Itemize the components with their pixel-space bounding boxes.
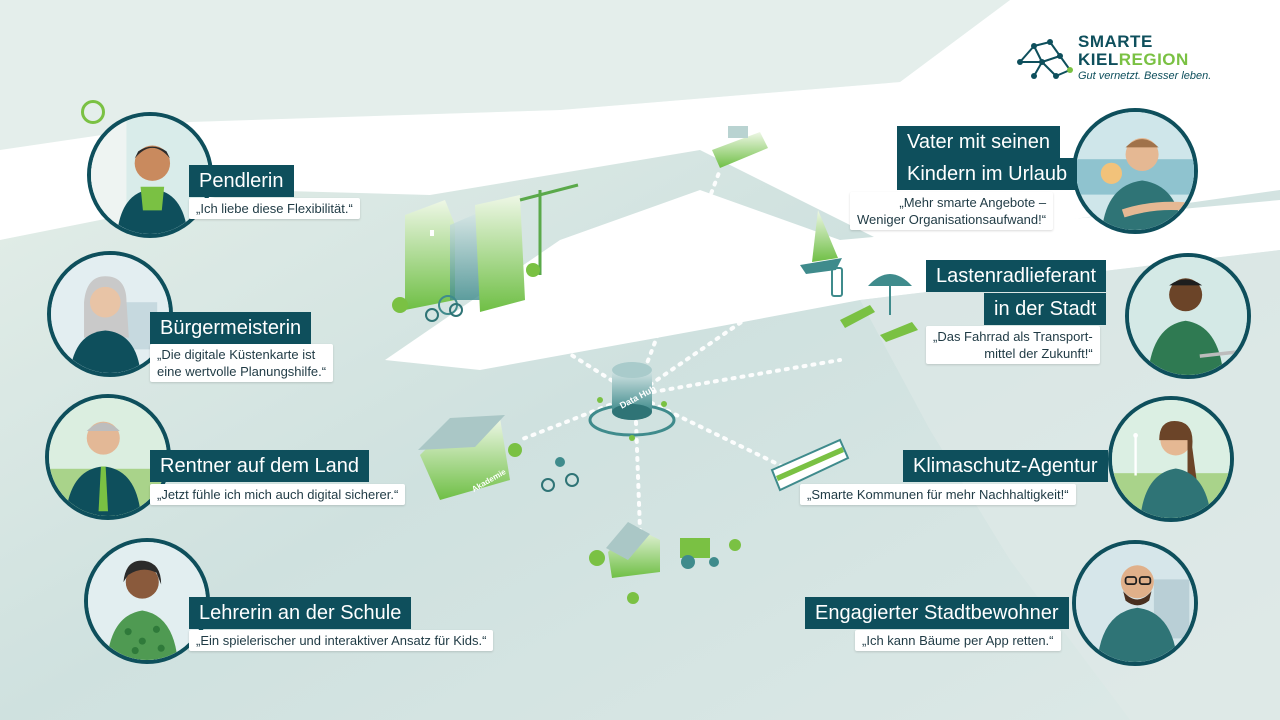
- logo-tagline: Gut vernetzt. Besser leben.: [1078, 70, 1212, 82]
- quote-vater: „Mehr smarte Angebote – Weniger Organisa…: [850, 192, 1054, 230]
- quote-lehrerin: „Ein spielerischer und interaktiver Ansa…: [189, 630, 494, 651]
- title-vater-line1: Vater mit seinen: [897, 126, 1061, 158]
- quote-pendlerin: „Ich liebe diese Flexibilität.“: [189, 198, 360, 219]
- quote-line: „Mehr smarte Angebote –: [899, 195, 1047, 210]
- quote-klima: „Smarte Kommunen für mehr Nachhaltigkeit…: [800, 484, 1076, 505]
- quote-line: eine wertvolle Planungshilfe.“: [157, 364, 327, 379]
- quote-buergermeisterin: „Die digitale Küstenkarte ist eine wertv…: [150, 344, 334, 382]
- title-lastenrad-line1: Lastenradlieferant: [926, 260, 1107, 292]
- quote-line: Weniger Organisationsaufwand!“: [857, 212, 1047, 227]
- quote-stadtbewohner: „Ich kann Bäume per App retten.“: [855, 630, 1061, 651]
- title-lastenrad-line2: in der Stadt: [984, 293, 1107, 325]
- quote-lastenrad: „Das Fahrrad als Transport- mittel der Z…: [926, 326, 1100, 364]
- title-klima: Klimaschutz-Agentur: [903, 450, 1108, 482]
- quote-rentner: „Jetzt fühle ich mich auch digital siche…: [150, 484, 406, 505]
- strap-handle-icon: [81, 100, 105, 124]
- brand-logo[interactable]: SMARTE KIELREGION Gut vernetzt. Besser l…: [1012, 28, 1224, 88]
- logo-text-smarte: SMARTE: [1078, 32, 1153, 51]
- avatar-lastenrad: [1125, 253, 1251, 379]
- avatar-klima: [1108, 396, 1234, 522]
- title-vater-line2: Kindern im Urlaub: [897, 158, 1078, 190]
- title-pendlerin: Pendlerin: [189, 165, 294, 197]
- title-rentner: Rentner auf dem Land: [150, 450, 370, 482]
- quote-line: mittel der Zukunft!“: [984, 346, 1093, 361]
- quote-line: „Das Fahrrad als Transport-: [933, 329, 1093, 344]
- quote-line: „Die digitale Küstenkarte ist: [157, 347, 316, 362]
- title-stadtbewohner: Engagierter Stadtbewohner: [805, 597, 1069, 629]
- network-icon: [1017, 39, 1073, 79]
- title-buergermeisterin: Bürgermeisterin: [150, 312, 312, 344]
- title-lehrerin: Lehrerin an der Schule: [189, 597, 412, 629]
- logo-text-kielregion: KIELREGION: [1078, 50, 1189, 69]
- avatar-vater: [1072, 108, 1198, 234]
- avatar-stadtbewohner: [1072, 540, 1198, 666]
